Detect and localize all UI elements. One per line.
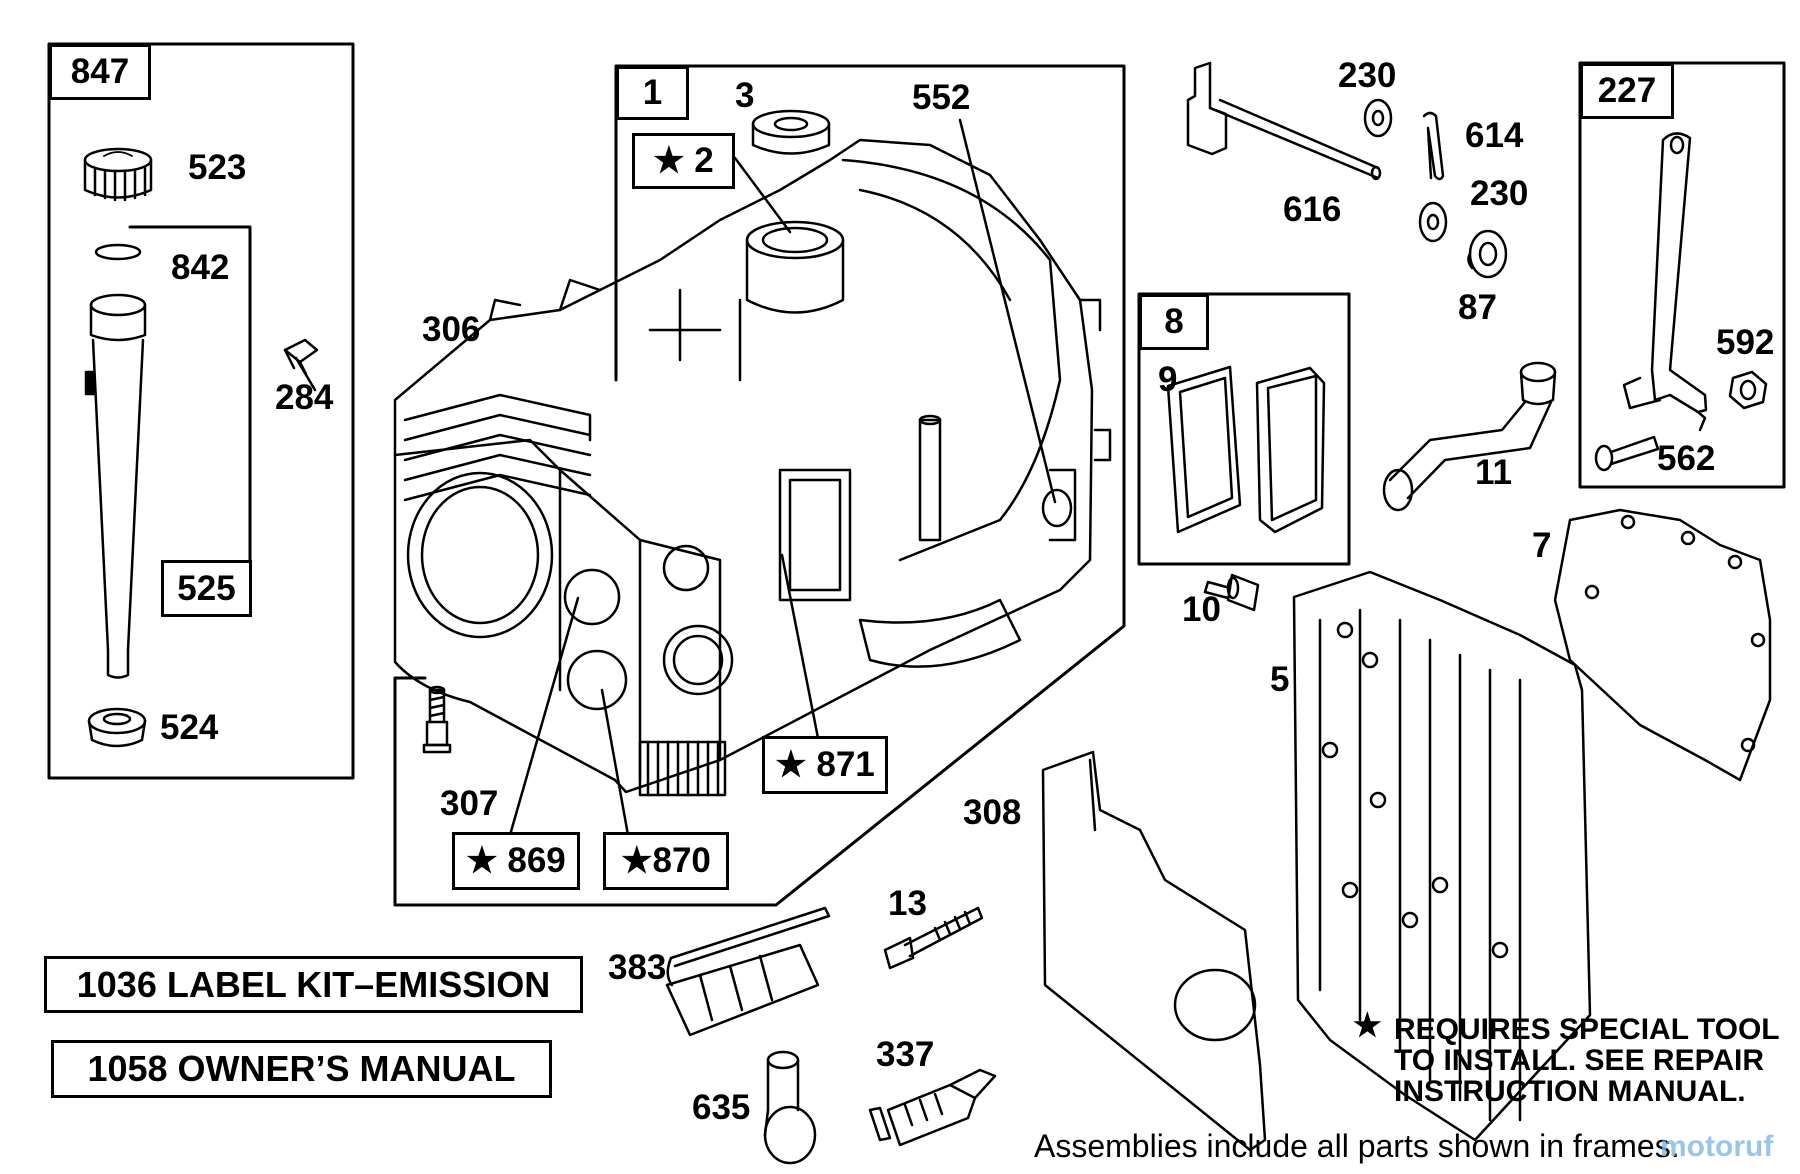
special-tool-note-line1: REQUIRES SPECIAL TOOL bbox=[1394, 1013, 1780, 1046]
frame-8-tag bbox=[1139, 294, 1209, 350]
governor-shaft bbox=[1186, 61, 1382, 181]
assemblies-footnote: Assemblies include all parts shown in fr… bbox=[1034, 1128, 1680, 1164]
part-label-847: 847 bbox=[70, 52, 130, 91]
part-label-524: 524 bbox=[160, 708, 219, 747]
part-label-635: 635 bbox=[692, 1088, 751, 1127]
part-label-308: 308 bbox=[963, 793, 1022, 832]
part-label-5: 5 bbox=[1270, 660, 1290, 699]
part-label-562: 562 bbox=[1657, 439, 1716, 478]
part-2-tag bbox=[632, 133, 735, 189]
part-label-614: 614 bbox=[1465, 116, 1524, 155]
stud-13 bbox=[883, 906, 984, 970]
part-label-9: 9 bbox=[1158, 360, 1178, 399]
breather-tube bbox=[1382, 361, 1557, 512]
part-label-871: ★ 871 bbox=[775, 745, 875, 784]
breaker-tool bbox=[665, 906, 831, 1037]
frame-1-tag bbox=[616, 66, 689, 120]
screw-284 bbox=[283, 338, 319, 392]
owners-manual-box: 1058 OWNER’S MANUAL bbox=[51, 1040, 552, 1098]
o-ring bbox=[94, 243, 142, 261]
frame-1 bbox=[393, 64, 1126, 907]
part-869-tag bbox=[452, 832, 580, 890]
part-label-230-bottom: 230 bbox=[1470, 174, 1529, 213]
spark-plug bbox=[868, 1068, 997, 1147]
dipstick-tube bbox=[84, 293, 147, 679]
cylinder-block bbox=[393, 138, 1112, 797]
frame-525 bbox=[128, 225, 252, 617]
part-label-870: ★870 bbox=[621, 841, 711, 880]
leader-2 bbox=[733, 156, 792, 234]
part-label-306: 306 bbox=[422, 310, 481, 349]
frame-8 bbox=[1137, 292, 1351, 566]
part-label-1: 1 bbox=[642, 73, 663, 112]
frame-525-tag bbox=[161, 560, 252, 617]
seal-87 bbox=[1467, 229, 1508, 279]
watermark-logo: motoruf bbox=[1660, 1130, 1774, 1163]
part-label-87: 87 bbox=[1458, 288, 1497, 327]
special-tool-note-line3: INSTRUCTION MANUAL. bbox=[1394, 1075, 1746, 1108]
oil-seal bbox=[751, 109, 831, 155]
leader-870 bbox=[600, 688, 630, 837]
part-label-337: 337 bbox=[876, 1035, 935, 1074]
breather-gasket bbox=[1166, 365, 1242, 534]
part-label-284: 284 bbox=[275, 378, 334, 417]
part-label-13: 13 bbox=[888, 884, 927, 923]
part-label-2: ★ 2 bbox=[653, 141, 714, 180]
special-tool-note-line2: TO INSTALL. SEE REPAIR bbox=[1394, 1044, 1765, 1077]
part-870-tag bbox=[603, 832, 729, 890]
governor-lever bbox=[1622, 132, 1708, 432]
part-label-10: 10 bbox=[1182, 590, 1221, 629]
part-label-869: ★ 869 bbox=[466, 841, 566, 880]
cylinder-shield bbox=[1041, 750, 1267, 1152]
screw-562 bbox=[1594, 435, 1660, 472]
dipstick-cap bbox=[83, 147, 153, 202]
part-label-616: 616 bbox=[1283, 190, 1342, 229]
part-label-307: 307 bbox=[440, 784, 499, 823]
part-label-525: 525 bbox=[177, 568, 236, 608]
part-label-592: 592 bbox=[1716, 323, 1775, 362]
frame-847 bbox=[47, 42, 355, 780]
spark-boot bbox=[763, 1050, 817, 1165]
part-label-3: 3 bbox=[735, 76, 755, 115]
cylinder-head bbox=[1292, 570, 1592, 1142]
part-label-523: 523 bbox=[188, 148, 247, 187]
washer-230-bottom bbox=[1418, 201, 1448, 243]
leader-871 bbox=[780, 553, 820, 740]
screw-307 bbox=[422, 685, 452, 754]
tube-grommet bbox=[87, 707, 147, 748]
breather-cover bbox=[1255, 366, 1326, 534]
washer-230-top bbox=[1363, 98, 1393, 138]
part-label-11: 11 bbox=[1475, 453, 1512, 492]
part-label-842: 842 bbox=[171, 248, 230, 287]
hitch-pin bbox=[1422, 111, 1445, 181]
leader-869 bbox=[508, 596, 580, 837]
frame-847-tag bbox=[49, 44, 151, 100]
frame-227-tag bbox=[1580, 63, 1674, 119]
part-label-552: 552 bbox=[912, 78, 971, 117]
part-label-227: 227 bbox=[1597, 71, 1657, 110]
part-label-8: 8 bbox=[1164, 302, 1184, 341]
head-gasket bbox=[1553, 508, 1772, 782]
frame-227 bbox=[1578, 61, 1786, 489]
leader-552 bbox=[958, 118, 1057, 504]
part-871-tag bbox=[762, 736, 888, 794]
part-label-7: 7 bbox=[1532, 526, 1552, 565]
nut-592 bbox=[1728, 370, 1768, 410]
screw-10 bbox=[1203, 573, 1260, 612]
label-kit-box: 1036 LABEL KIT–EMISSION bbox=[44, 956, 583, 1013]
part-label-230-top: 230 bbox=[1338, 56, 1397, 95]
special-tool-star: ★ bbox=[1353, 1007, 1382, 1043]
part-label-383: 383 bbox=[608, 948, 667, 987]
